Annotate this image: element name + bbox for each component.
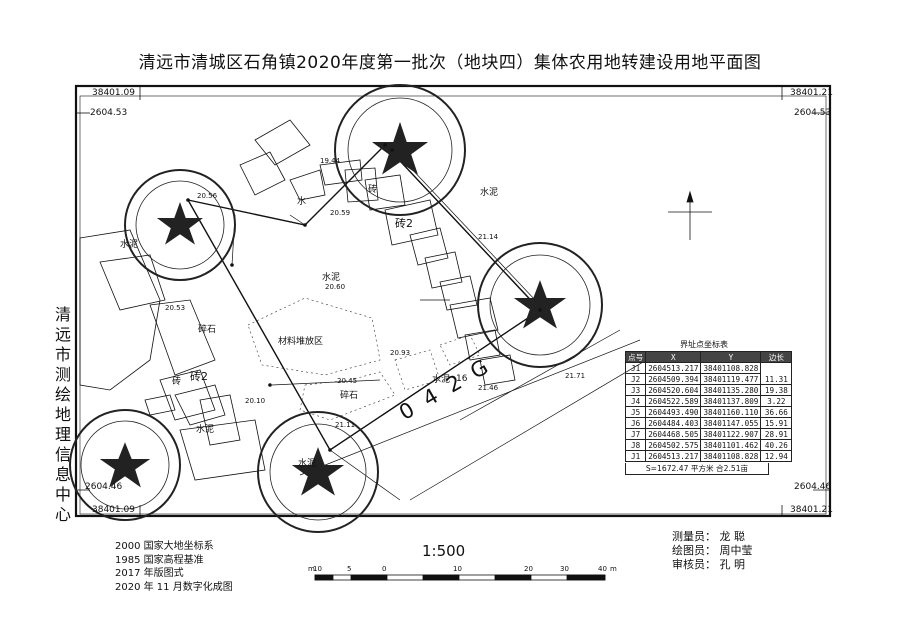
note-line: 2017 年版图式 (115, 568, 184, 579)
label-shuini-2: 水泥 (120, 240, 139, 250)
coord-table-footer: S=1672.47 平方米 合2.51亩 (625, 463, 769, 475)
staff-reviewer: 审核员： 孔 明 (672, 558, 745, 571)
dashed-zone (247, 297, 481, 421)
scale-bar (314, 574, 606, 581)
elev-2: 20.59 (330, 209, 351, 217)
label-shui-1: 水 (297, 197, 307, 207)
frame-tl-x: 38401.09 (92, 88, 135, 98)
note-line: 1985 国家高程基准 (115, 554, 204, 566)
coord-h-pt: 点号 (624, 351, 647, 363)
frame-br-x: 38401.21 (790, 505, 833, 515)
elev-3: 20.56 (197, 192, 218, 200)
label-suishi-1: 碎石 (198, 325, 217, 335)
elev-12: 21.71 (565, 372, 586, 380)
seal-left (124, 169, 236, 281)
seal-bottom (257, 411, 379, 533)
seal-right (477, 242, 603, 368)
scale-tick-2: 0 (382, 565, 387, 573)
staff-drafter: 绘图员： 周中莹 (672, 544, 753, 557)
frame-tr-x: 38401.21 (790, 88, 833, 98)
elev-7: 20.45 (337, 377, 358, 385)
frame-bl-x: 38401.09 (92, 505, 135, 515)
right-buildings (384, 199, 516, 386)
label-zhuan-3: 砖2 (190, 370, 208, 383)
label-shuini-1: 水泥 (480, 188, 499, 198)
label-zhuan-2: 砖2 (395, 217, 413, 230)
label-cailiao: 材料堆放区 (278, 337, 324, 347)
scale-tick-3: 10 (453, 565, 462, 573)
coord-table-title: 界址点坐标表 (680, 340, 728, 349)
scale-tick-1: 5 (347, 565, 352, 573)
scale-unit-right: m (610, 565, 617, 573)
staff-list: 测量员： 龙 聪 绘图员： 周中莹 审核员： 孔 明 (672, 530, 753, 572)
scale-unit-left: m (308, 565, 315, 573)
scale-tick-4: 20 (524, 565, 533, 573)
elev-6: 20.93 (390, 349, 411, 357)
seal-top (334, 84, 466, 216)
frame-bl-y: 2604.46 (85, 482, 123, 492)
map-notes: 2000 国家大地坐标系 1985 国家高程基准 2017 年版图式 2020 … (115, 540, 233, 594)
scale-ratio: 1:500 (422, 542, 466, 560)
map-title: 清远市清城区石角镇2020年度第一批次（地块四）集体农用地转建设用地平面图 (138, 53, 762, 73)
note-line: 2020 年 11 月数字化成图 (115, 581, 233, 593)
elev-5: 20.53 (165, 304, 186, 312)
label-shuini-3: 水泥 (322, 273, 341, 283)
elev-4: 20.60 (325, 283, 346, 291)
coord-h-x: X (645, 351, 702, 363)
scale-tick-0: 10 (313, 565, 322, 573)
seal-side (69, 409, 181, 521)
frame-br-y: 2604.46 (794, 482, 832, 492)
label-shuini-5: 水泥 (298, 459, 317, 469)
coord-h-y: Y (700, 351, 762, 363)
frame-tr-y: 2604.53 (794, 108, 832, 118)
coord-table-header: 点号 X Y 边长 (624, 351, 793, 363)
label-zhuan-1: 砖 (368, 185, 378, 195)
side-agency-text: 清远市测绘地理信息中心 (54, 305, 71, 524)
left-buildings (79, 119, 406, 481)
survey-points (186, 143, 542, 452)
scale-tick-5: 30 (560, 565, 569, 573)
label-shuini-6: 水泥 (432, 375, 451, 385)
elev-8: 20.10 (245, 397, 266, 405)
elev-10: 21.14 (478, 233, 499, 241)
north-arrow (668, 190, 712, 240)
elev-11: 21.46 (478, 384, 499, 392)
note-line: 2000 国家大地坐标系 (115, 541, 214, 552)
scale-tick-6: 40 (598, 565, 607, 573)
label-shuini-4: 水泥 (196, 425, 215, 435)
frame-tl-y: 2604.53 (90, 108, 128, 118)
elev-9: 21.11 (335, 421, 356, 429)
coord-h-dist: 边长 (760, 351, 793, 363)
label-j16: 16 (456, 374, 468, 384)
inner-lines (231, 144, 661, 501)
outer-frame (74, 84, 832, 518)
label-suishi-2: 碎石 (340, 391, 359, 401)
elev-1: 19.44 (320, 157, 341, 165)
label-zhuan-4: 砖 (172, 377, 182, 387)
staff-surveyor: 测量员： 龙 聪 (672, 530, 745, 543)
